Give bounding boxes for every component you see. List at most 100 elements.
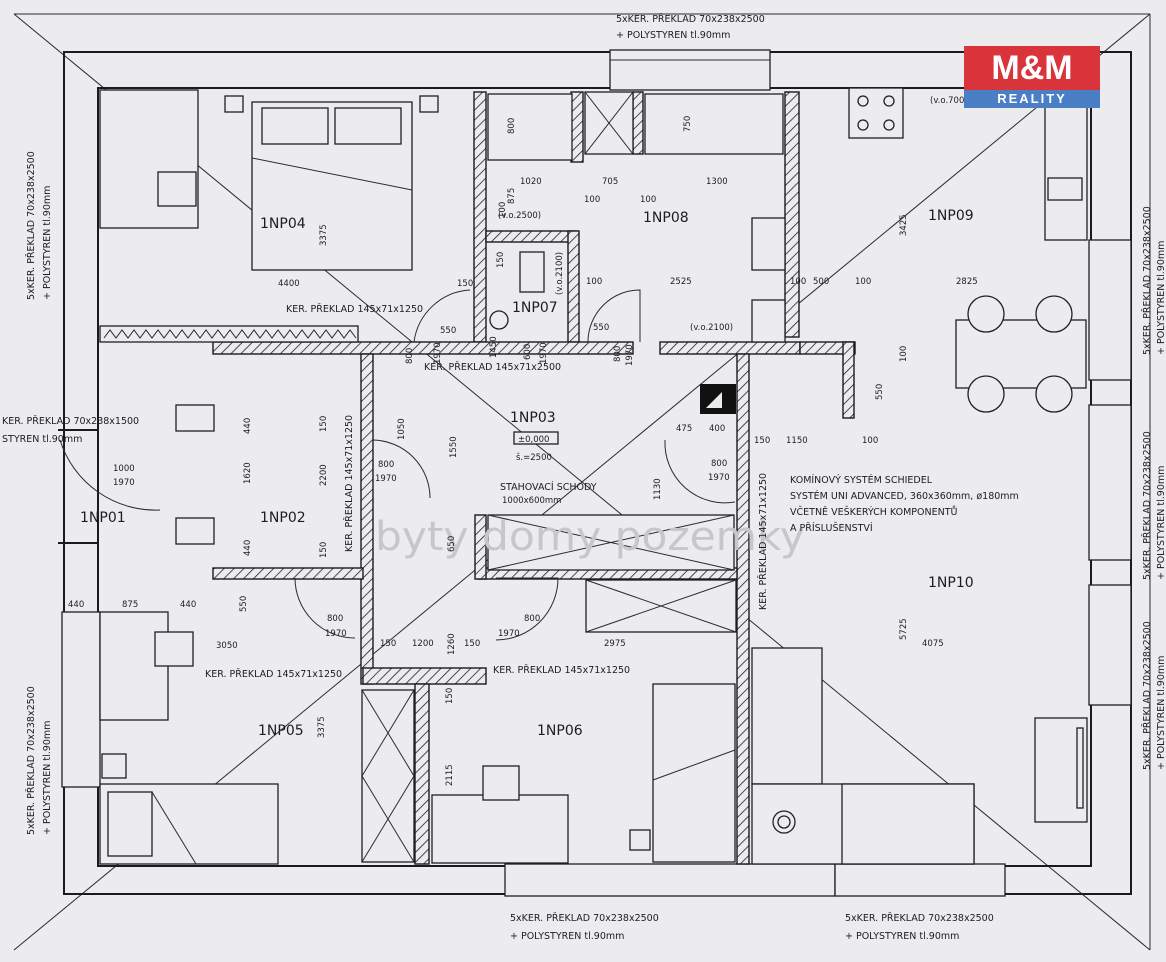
dim-100-mid: 100	[640, 195, 656, 205]
lintel-right-mid: 5xKER. PŘEKLAD 70x238x2500	[1142, 431, 1153, 580]
dim-2200: 2200	[319, 464, 329, 486]
height-2500: (v.o.2500)	[498, 211, 541, 221]
lintel-right-top: 5xKER. PŘEKLAD 70x238x2500	[1142, 206, 1153, 355]
dim-550c: 550	[875, 384, 885, 400]
insulation-left-bottom: + POLYSTYREN tl.90mm	[42, 721, 53, 835]
dim-650: 650	[447, 536, 457, 552]
stairs-label: ±0,000 š.=2500 STAHOVACÍ SCHODY 1000x600…	[500, 431, 597, 506]
dim-800a: 800	[507, 118, 517, 134]
dim-100b: 100	[584, 195, 600, 205]
dim-550a: 550	[440, 326, 456, 336]
lintel-right-bottom: 5xKER. PŘEKLAD 70x238x2500	[1142, 621, 1153, 770]
mm-reality-logo: M&M REALITY	[964, 46, 1100, 108]
insulation-right-mid: + POLYSTYREN tl.90mm	[1156, 466, 1166, 580]
room-label-1np10: 1NP10	[928, 575, 974, 591]
dim-800d: 800	[378, 460, 394, 470]
dim-475: 475	[676, 424, 692, 434]
dim-400: 400	[709, 424, 725, 434]
lintel-np04: KER. PŘEKLAD 145x71x1250	[286, 304, 423, 315]
dim-800c: 800	[613, 346, 623, 362]
dim-800f: 800	[327, 614, 343, 624]
height-2100-a: (v.o.2100)	[555, 252, 565, 295]
height-notes: (v.o.2500) (v.o.2100) (v.o.2100) (v.o.70…	[498, 96, 968, 333]
dim-3050: 3050	[216, 641, 238, 651]
dim-150f: 150	[445, 688, 455, 704]
chimney-note: KOMÍNOVÝ SYSTÉM SCHIEDEL SYSTÉM UNI ADVA…	[790, 474, 1019, 534]
dim-1130: 1130	[653, 478, 663, 500]
dim-750: 750	[683, 116, 693, 132]
dim-875a: 875	[507, 188, 517, 204]
dim-800e: 800	[711, 459, 727, 469]
height-2100-b: (v.o.2100)	[690, 323, 733, 333]
insulation-right-top: + POLYSTYREN tl.90mm	[1156, 241, 1166, 355]
room-label-1np02: 1NP02	[260, 510, 306, 526]
watermark-text: byty domy pozemky	[375, 514, 805, 560]
room-label-1np06: 1NP06	[537, 723, 583, 739]
dim-5725: 5725	[899, 618, 909, 640]
insulation-entry: STYREN tl.90mm	[2, 434, 82, 445]
dim-150a: 150	[457, 279, 473, 289]
window-lintel-labels: 5xKER. PŘEKLAD 70x238x2500 + POLYSTYREN …	[2, 14, 1166, 942]
dim-600: 600	[523, 344, 533, 360]
logo-mark: M&M	[964, 46, 1100, 90]
dimensions: 4400 3375 800 1020 705 1300 750 875 100 …	[68, 116, 978, 786]
lintel-np06: KER. PŘEKLAD 145x71x1250	[493, 665, 630, 676]
dim-500: 500	[813, 277, 829, 287]
dim-440d: 440	[180, 600, 196, 610]
dim-150-v: 150	[496, 252, 506, 268]
insulation-top: + POLYSTYREN tl.90mm	[616, 30, 730, 41]
chimney-note-line-2: SYSTÉM UNI ADVANCED, 360x360mm, ø180mm	[790, 490, 1019, 502]
dim-1000: 1000	[113, 464, 135, 474]
dim-1970b: 1970	[539, 342, 549, 364]
dim-800g: 800	[524, 614, 540, 624]
stairs-level: ±0,000	[518, 435, 549, 445]
insulation-bottom-left: + POLYSTYREN tl.90mm	[510, 931, 624, 942]
lintel-top: 5xKER. PŘEKLAD 70x238x2500	[616, 14, 765, 25]
dim-1970e: 1970	[708, 473, 730, 483]
insulation-right-bottom: + POLYSTYREN tl.90mm	[1156, 656, 1166, 770]
dim-1020: 1020	[520, 177, 542, 187]
dim-1200: 1200	[412, 639, 434, 649]
dim-1970h: 1970	[498, 629, 520, 639]
dim-875b: 875	[122, 600, 138, 610]
room-label-1np08: 1NP08	[643, 210, 689, 226]
chimney-note-line-1: KOMÍNOVÝ SYSTÉM SCHIEDEL	[790, 474, 933, 486]
dim-1450: 1450	[489, 336, 499, 358]
dim-1300: 1300	[706, 177, 728, 187]
lintel-np05: KER. PŘEKLAD 145x71x1250	[205, 669, 342, 680]
dim-550d: 550	[239, 596, 249, 612]
stairs-size: 1000x600mm	[502, 496, 561, 506]
interior-lintel-labels: KER. PŘEKLAD 145x71x1250 KER. PŘEKLAD 14…	[205, 304, 769, 680]
chimney-note-line-3: VČETNĚ VEŠKERÝCH KOMPONENTŮ	[790, 506, 958, 518]
room-label-1np04: 1NP04	[260, 216, 306, 232]
lintel-vertical-np02: KER. PŘEKLAD 145x71x1250	[344, 415, 355, 552]
dim-1620: 1620	[243, 462, 253, 484]
dim-440b: 440	[243, 540, 253, 556]
room-label-1np05: 1NP05	[258, 723, 304, 739]
room-label-1np07: 1NP07	[512, 300, 558, 316]
dim-2825: 2825	[956, 277, 978, 287]
dim-150-np06: 150	[464, 639, 480, 649]
chimney-note-line-4: A PŘÍSLUŠENSTVÍ	[790, 522, 873, 534]
dim-800b: 800	[405, 348, 415, 364]
dim-100e: 100	[862, 436, 878, 446]
lintel-np03: KER. PŘEKLAD 145x71x2500	[424, 362, 561, 373]
dim-1550: 1550	[449, 436, 459, 458]
dim-100a: 100	[498, 202, 508, 218]
room-label-1np09: 1NP09	[928, 208, 974, 224]
entry-block	[58, 404, 215, 545]
dim-100d: 100	[855, 277, 871, 287]
dim-2975: 2975	[604, 639, 626, 649]
dim-1970f: 1970	[113, 478, 135, 488]
dim-1050: 1050	[397, 418, 407, 440]
dim-2525: 2525	[670, 277, 692, 287]
dim-150b: 150	[319, 416, 329, 432]
height-700: (v.o.700)	[930, 96, 968, 106]
dim-1260: 1260	[447, 633, 457, 655]
insulation-bottom-right: + POLYSTYREN tl.90mm	[845, 931, 959, 942]
insulation-left-top: + POLYSTYREN tl.90mm	[42, 186, 53, 300]
lintel-left-top: 5xKER. PŘEKLAD 70x238x2500	[26, 151, 37, 300]
logo-text: REALITY	[964, 90, 1100, 108]
lintel-entry: KER. PŘEKLAD 70x238x1500	[2, 416, 139, 427]
